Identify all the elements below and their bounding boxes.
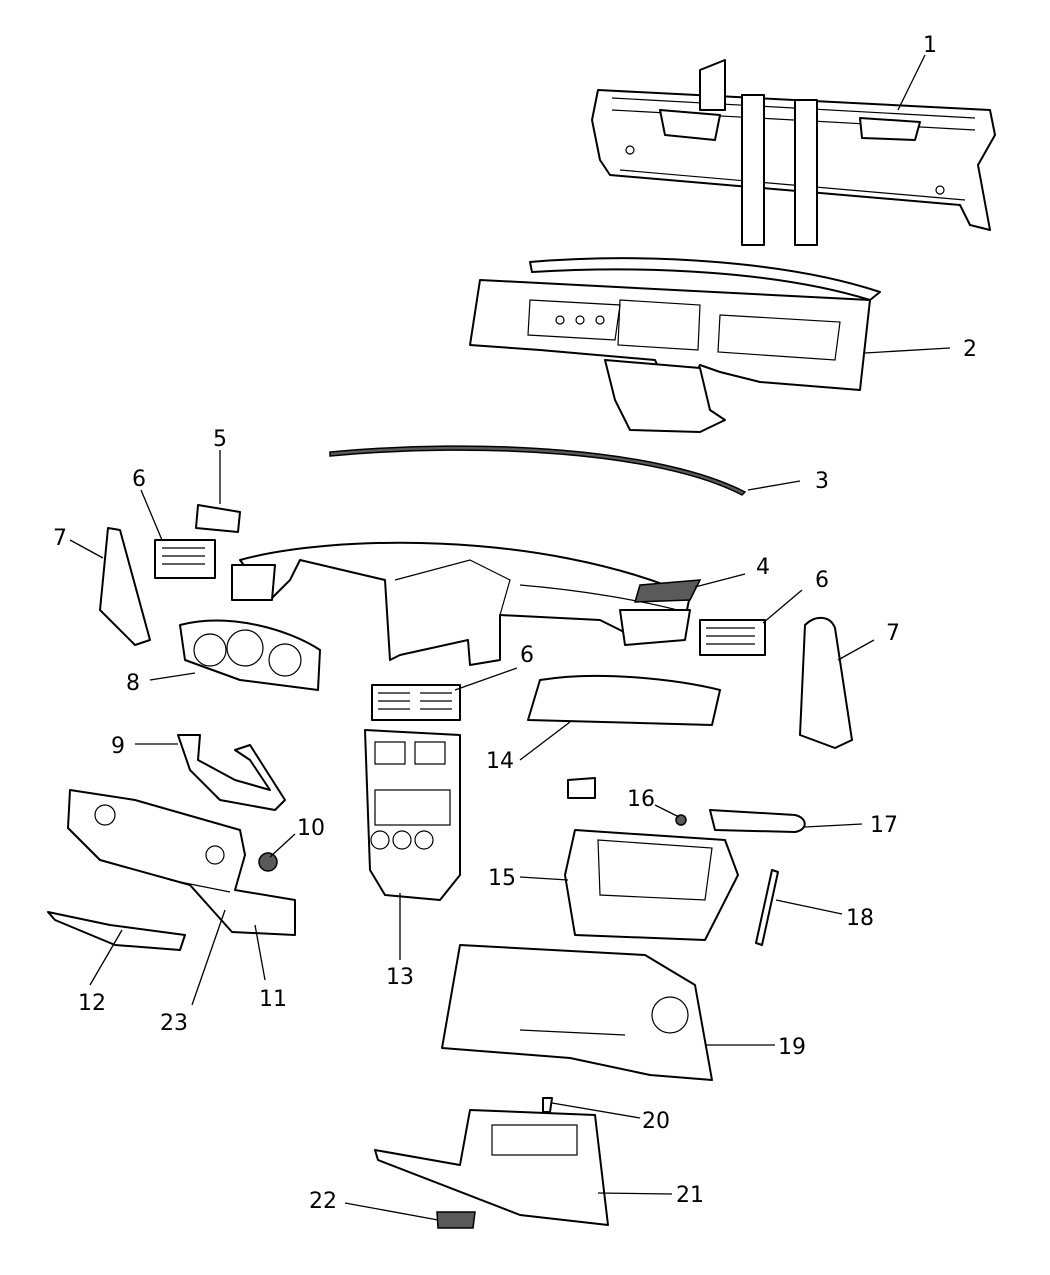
- callout-1: 1: [923, 33, 937, 58]
- callout-labels: 1 2 3 4 5 6 6 6 7 7 8 9 10 11 12 13 14 1…: [53, 33, 977, 1214]
- part-14-upper-door: [527, 674, 721, 726]
- callout-11: 11: [259, 987, 287, 1012]
- part-18-rod: [755, 869, 779, 946]
- part-7-end-cap-left: [99, 527, 151, 646]
- callout-7a: 7: [53, 526, 67, 551]
- callout-22: 22: [309, 1189, 337, 1214]
- leader-8: [149, 672, 196, 681]
- part-9-column-trim: [177, 734, 286, 811]
- leader-14: [519, 721, 571, 761]
- leader-16: [654, 804, 680, 818]
- leader-17: [804, 823, 863, 828]
- callout-6b: 6: [815, 568, 829, 593]
- part-22-latch: [436, 1211, 476, 1229]
- leader-4: [694, 573, 746, 588]
- callout-6a: 6: [132, 467, 146, 492]
- part-8-cluster-bezel: [179, 619, 321, 691]
- leader-lines: [69, 54, 951, 1221]
- part-12-bracket: [47, 911, 186, 951]
- part-21-glove-box-door: [374, 1109, 609, 1226]
- callout-16: 16: [627, 787, 655, 812]
- part-15-glove-box-bin: [564, 829, 739, 941]
- leader-15: [519, 876, 569, 881]
- part-6-air-vent-center: [371, 684, 461, 721]
- leader-11: [254, 924, 266, 981]
- part-1-cross-car-beam: [591, 59, 996, 246]
- callout-14: 14: [486, 749, 514, 774]
- callout-17: 17: [870, 813, 898, 838]
- callout-23: 23: [160, 1011, 188, 1036]
- part-16-switch: [567, 777, 596, 799]
- part-17-latch: [709, 809, 806, 833]
- leader-7a: [69, 539, 104, 559]
- leader-20: [551, 1102, 641, 1119]
- leader-21: [597, 1192, 673, 1195]
- leader-2: [864, 347, 951, 354]
- part-10-knob: [258, 852, 278, 872]
- callout-5: 5: [213, 427, 227, 452]
- callout-20: 20: [642, 1109, 670, 1134]
- leader-22: [344, 1202, 439, 1221]
- part-6-air-vent-left: [154, 539, 216, 579]
- leader-3: [747, 480, 801, 491]
- callout-7b: 7: [886, 621, 900, 646]
- callout-6c: 6: [520, 643, 534, 668]
- callout-9: 9: [111, 734, 125, 759]
- part-11-lower-panel: [67, 789, 296, 936]
- callout-15: 15: [488, 866, 516, 891]
- part-3-trim-strip: [329, 445, 747, 496]
- callout-4: 4: [756, 555, 770, 580]
- callout-13: 13: [386, 965, 414, 990]
- leader-6c: [454, 667, 518, 691]
- part-16-clip: [675, 814, 687, 826]
- part-2-panel-carrier: [469, 257, 881, 433]
- leader-12: [89, 929, 123, 986]
- callout-12: 12: [78, 991, 106, 1016]
- leader-10: [269, 833, 296, 858]
- callout-19: 19: [778, 1035, 806, 1060]
- callout-3: 3: [815, 469, 829, 494]
- leader-23: [191, 909, 226, 1006]
- part-19-lower-panel-right: [441, 944, 713, 1081]
- callout-21: 21: [676, 1183, 704, 1208]
- callout-8: 8: [126, 671, 140, 696]
- leader-7b: [837, 639, 875, 661]
- part-13-center-bezel: [364, 729, 461, 901]
- callout-18: 18: [846, 906, 874, 931]
- callout-2: 2: [963, 337, 977, 362]
- leader-1: [897, 54, 926, 111]
- part-20-clip: [542, 1097, 553, 1113]
- part-7-end-cap-right: [799, 616, 853, 749]
- leader-18: [775, 899, 843, 915]
- callout-10: 10: [297, 816, 325, 841]
- part-5-vent: [195, 504, 241, 533]
- part-6-air-vent-right: [699, 619, 766, 656]
- leader-6a: [140, 489, 163, 541]
- part-4-panel-cover: [231, 541, 702, 666]
- leader-6b: [762, 589, 803, 624]
